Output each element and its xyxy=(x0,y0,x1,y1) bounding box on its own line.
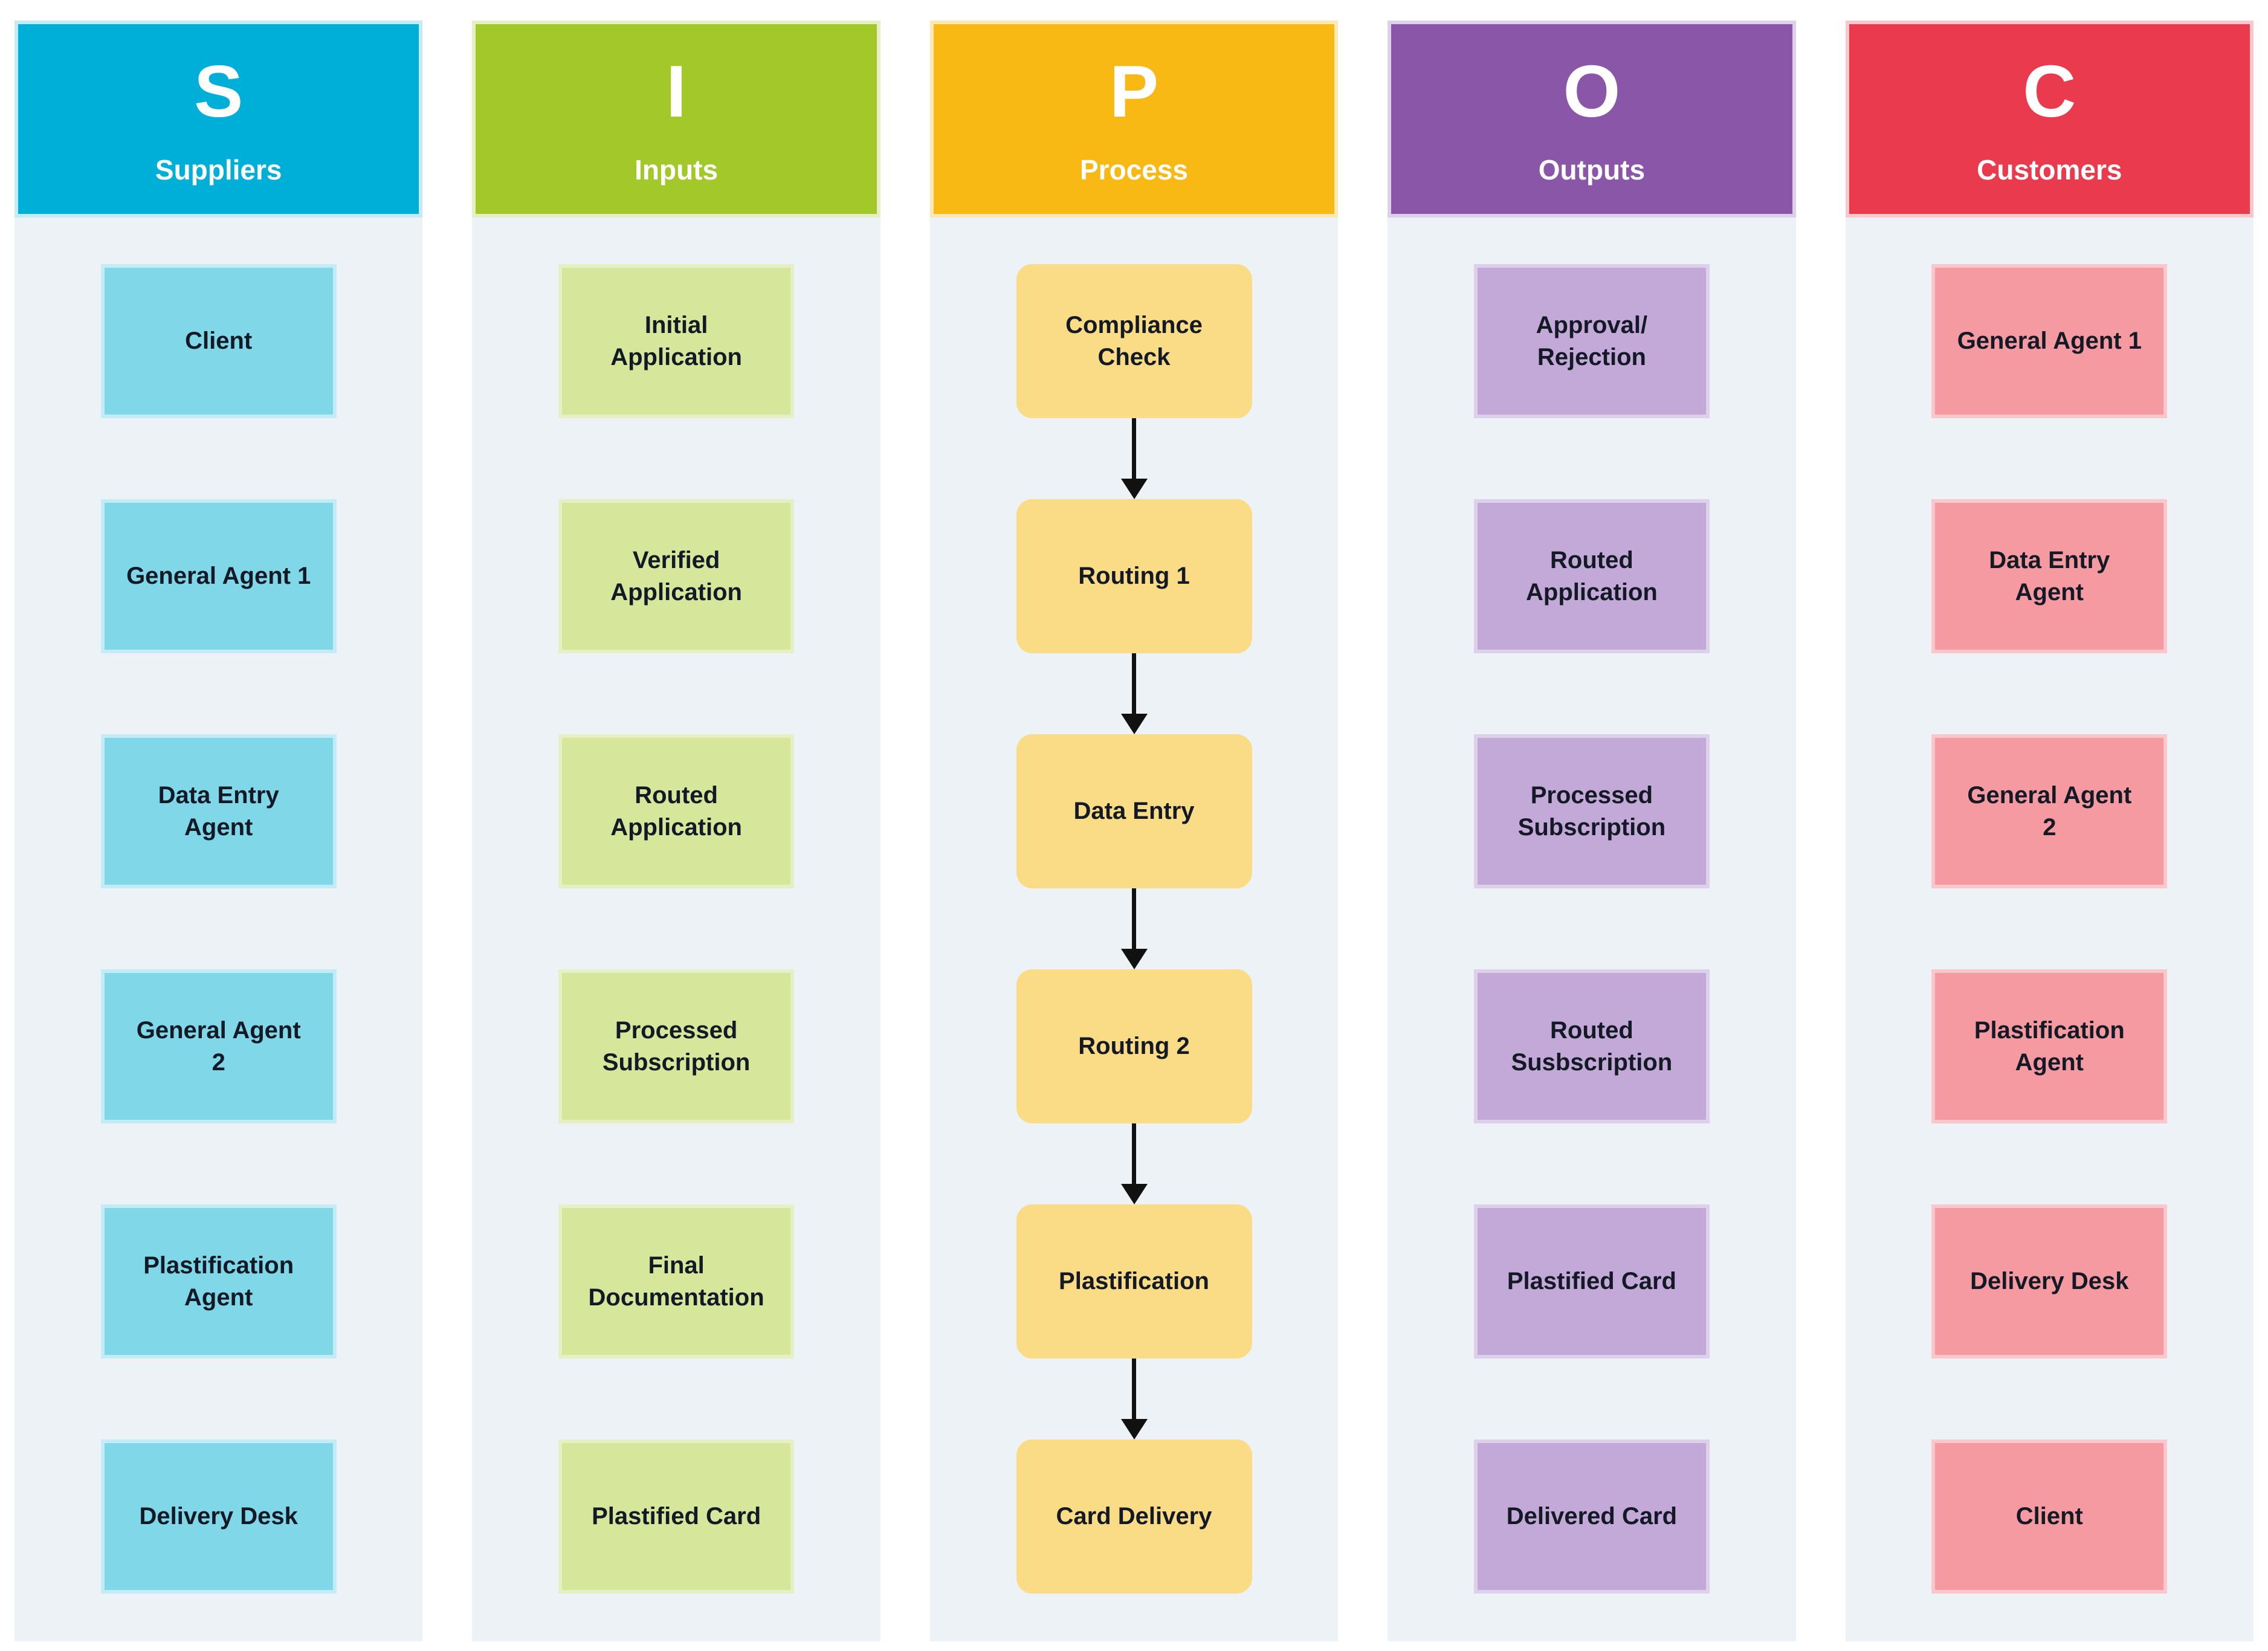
inputs-box-2: Verified Application xyxy=(558,499,795,653)
column-suppliers: S Suppliers Client General Agent 1 Data … xyxy=(15,21,423,1641)
process-box-6: Card Delivery xyxy=(1016,1439,1252,1594)
outputs-box-2: Routed Application xyxy=(1473,499,1710,653)
column-header-customers: C Customers xyxy=(1845,21,2254,218)
column-letter: C xyxy=(2023,50,2076,132)
suppliers-box-4: General Agent 2 xyxy=(100,969,337,1123)
flow-arrow xyxy=(1016,653,1252,734)
suppliers-box-3: Data Entry Agent xyxy=(100,734,337,888)
column-header-outputs: O Outputs xyxy=(1388,21,1796,218)
process-box-4: Routing 2 xyxy=(1016,969,1252,1123)
arrowhead-icon xyxy=(1120,1184,1148,1204)
suppliers-box-6: Delivery Desk xyxy=(100,1439,337,1594)
column-header-suppliers: S Suppliers xyxy=(15,21,423,218)
customers-box-1: General Agent 1 xyxy=(1931,264,2168,418)
process-box-2: Routing 1 xyxy=(1016,499,1252,653)
arrowhead-icon xyxy=(1120,714,1148,734)
customers-box-4: Plastification Agent xyxy=(1931,969,2168,1123)
flow-arrow xyxy=(1016,888,1252,969)
column-label: Customers xyxy=(1977,154,2122,186)
outputs-box-list: Approval/ Rejection Routed Application P… xyxy=(1388,264,1795,1594)
flow-arrow xyxy=(1016,1359,1252,1439)
inputs-box-4: Processed Subscription xyxy=(558,969,795,1123)
customers-box-3: General Agent 2 xyxy=(1931,734,2168,888)
arrowhead-icon xyxy=(1120,1419,1148,1439)
inputs-box-6: Plastified Card xyxy=(558,1439,795,1594)
flow-arrow xyxy=(1016,418,1252,499)
column-outputs: O Outputs Approval/ Rejection Routed App… xyxy=(1388,21,1796,1641)
arrow-stem xyxy=(1132,1359,1137,1420)
column-letter: I xyxy=(666,50,687,132)
column-letter: S xyxy=(194,50,244,132)
process-box-list: Compliance Check Routing 1 Data Entry Ro… xyxy=(930,264,1338,1594)
customers-box-6: Client xyxy=(1931,1439,2168,1594)
suppliers-box-5: Plastification Agent xyxy=(100,1204,337,1359)
inputs-box-1: Initial Application xyxy=(558,264,795,418)
column-inputs: I Inputs Initial Application Verified Ap… xyxy=(472,21,880,1641)
suppliers-box-list: Client General Agent 1 Data Entry Agent … xyxy=(15,264,422,1594)
arrow-stem xyxy=(1132,1123,1137,1184)
arrow-stem xyxy=(1132,888,1137,949)
inputs-box-5: Final Documentation xyxy=(558,1204,795,1359)
column-label: Process xyxy=(1080,154,1189,186)
customers-box-5: Delivery Desk xyxy=(1931,1204,2168,1359)
customers-box-2: Data Entry Agent xyxy=(1931,499,2168,653)
arrow-stem xyxy=(1132,653,1137,714)
column-header-process: P Process xyxy=(929,21,1339,218)
process-box-3: Data Entry xyxy=(1016,734,1252,888)
inputs-box-list: Initial Application Verified Application… xyxy=(472,264,880,1594)
column-customers: C Customers General Agent 1 Data Entry A… xyxy=(1845,21,2254,1641)
flow-arrow xyxy=(1016,1123,1252,1204)
outputs-box-3: Processed Subscription xyxy=(1473,734,1710,888)
column-label: Outputs xyxy=(1538,154,1646,186)
arrow-stem xyxy=(1132,418,1137,479)
outputs-box-5: Plastified Card xyxy=(1473,1204,1710,1359)
column-letter: O xyxy=(1563,50,1621,132)
column-letter: P xyxy=(1109,50,1159,132)
arrowhead-icon xyxy=(1120,479,1148,499)
outputs-box-4: Routed Susbscription xyxy=(1473,969,1710,1123)
suppliers-box-2: General Agent 1 xyxy=(100,499,337,653)
outputs-box-1: Approval/ Rejection xyxy=(1473,264,1710,418)
inputs-box-3: Routed Application xyxy=(558,734,795,888)
process-box-5: Plastification xyxy=(1016,1204,1252,1359)
column-label: Suppliers xyxy=(155,154,282,186)
process-box-1: Compliance Check xyxy=(1016,264,1252,418)
customers-box-list: General Agent 1 Data Entry Agent General… xyxy=(1846,264,2253,1594)
arrowhead-icon xyxy=(1120,949,1148,969)
column-header-inputs: I Inputs xyxy=(472,21,880,218)
outputs-box-6: Delivered Card xyxy=(1473,1439,1710,1594)
suppliers-box-1: Client xyxy=(100,264,337,418)
column-process: P Process Compliance Check Routing 1 Dat… xyxy=(929,21,1339,1641)
column-label: Inputs xyxy=(635,154,719,186)
